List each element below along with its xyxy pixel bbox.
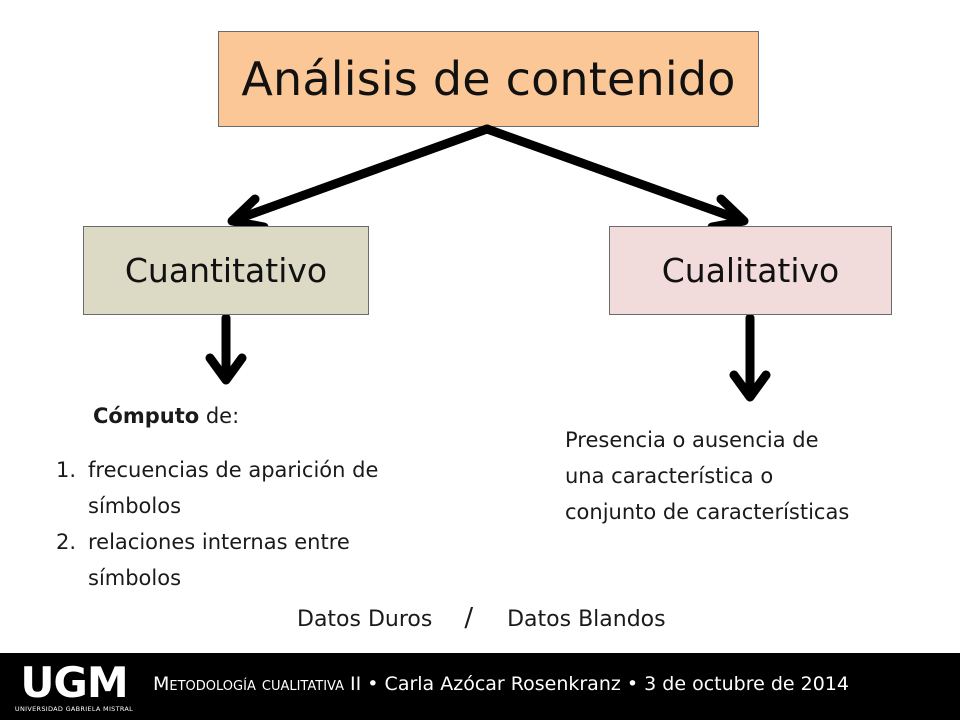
- computo-rest: de:: [199, 404, 240, 428]
- datos-blandos: Datos Blandos: [507, 607, 666, 632]
- logo-subtitle: UNIVERSIDAD GABRIELA MISTRAL: [14, 705, 134, 713]
- logo-text: UGM: [20, 658, 128, 707]
- ugm-logo: UGM UNIVERSIDAD GABRIELA MISTRAL: [14, 658, 134, 714]
- footer-bar: UGM UNIVERSIDAD GABRIELA MISTRAL Metodol…: [0, 653, 960, 720]
- arrowhead-left: [227, 194, 269, 232]
- arrow-to-cuantitativo: [230, 124, 492, 225]
- footer-bullet: •: [367, 673, 379, 695]
- list-item: 2. relaciones internas entre símbolos: [56, 524, 476, 596]
- datos-duros: Datos Duros: [297, 607, 433, 632]
- cualitativo-description: Presencia o ausencia de una característi…: [565, 422, 925, 530]
- list-item-line: frecuencias de aparición de: [88, 458, 379, 482]
- cuantitativo-box: Cuantitativo: [83, 226, 369, 315]
- description-line: una característica o: [565, 464, 774, 488]
- description-line: Presencia o ausencia de: [565, 428, 819, 452]
- list-item-number: 2.: [56, 530, 77, 554]
- cualitativo-label: Cualitativo: [661, 251, 840, 290]
- title-box: Análisis de contenido: [218, 31, 759, 127]
- list-item-number: 1.: [56, 458, 77, 482]
- cuantitativo-label: Cuantitativo: [124, 251, 328, 290]
- footer-date: 3 de octubre de 2014: [644, 673, 849, 695]
- footer-bullet: •: [626, 673, 639, 695]
- computo-list: 1. frecuencias de aparición de símbolos 2…: [56, 452, 476, 596]
- computo-heading: Cómputo de:: [93, 398, 239, 434]
- list-item-line: relaciones internas entre: [88, 530, 350, 554]
- description-line: conjunto de características: [565, 500, 850, 524]
- computo-bold: Cómputo: [93, 404, 200, 428]
- datos-caption: Datos Duros / Datos Blandos: [297, 600, 666, 638]
- arrowhead-right: [707, 194, 749, 232]
- diagram-title: Análisis de contenido: [241, 52, 736, 106]
- datos-separator: /: [464, 603, 474, 633]
- arrowhead-down-right: [729, 370, 771, 402]
- footer-caption: Metodología cualitativa II • Carla Azóca…: [153, 673, 849, 695]
- arrowhead-down-left: [205, 353, 247, 385]
- list-item: 1. frecuencias de aparición de símbolos: [56, 452, 476, 524]
- list-item-line: símbolos: [88, 494, 182, 518]
- cualitativo-box: Cualitativo: [609, 226, 892, 315]
- footer-author: Carla Azócar Rosenkranz: [384, 673, 621, 695]
- list-item-line: símbolos: [88, 566, 182, 590]
- footer-course: Metodología cualitativa II: [153, 673, 362, 695]
- arrow-to-cualitativo: [482, 124, 746, 225]
